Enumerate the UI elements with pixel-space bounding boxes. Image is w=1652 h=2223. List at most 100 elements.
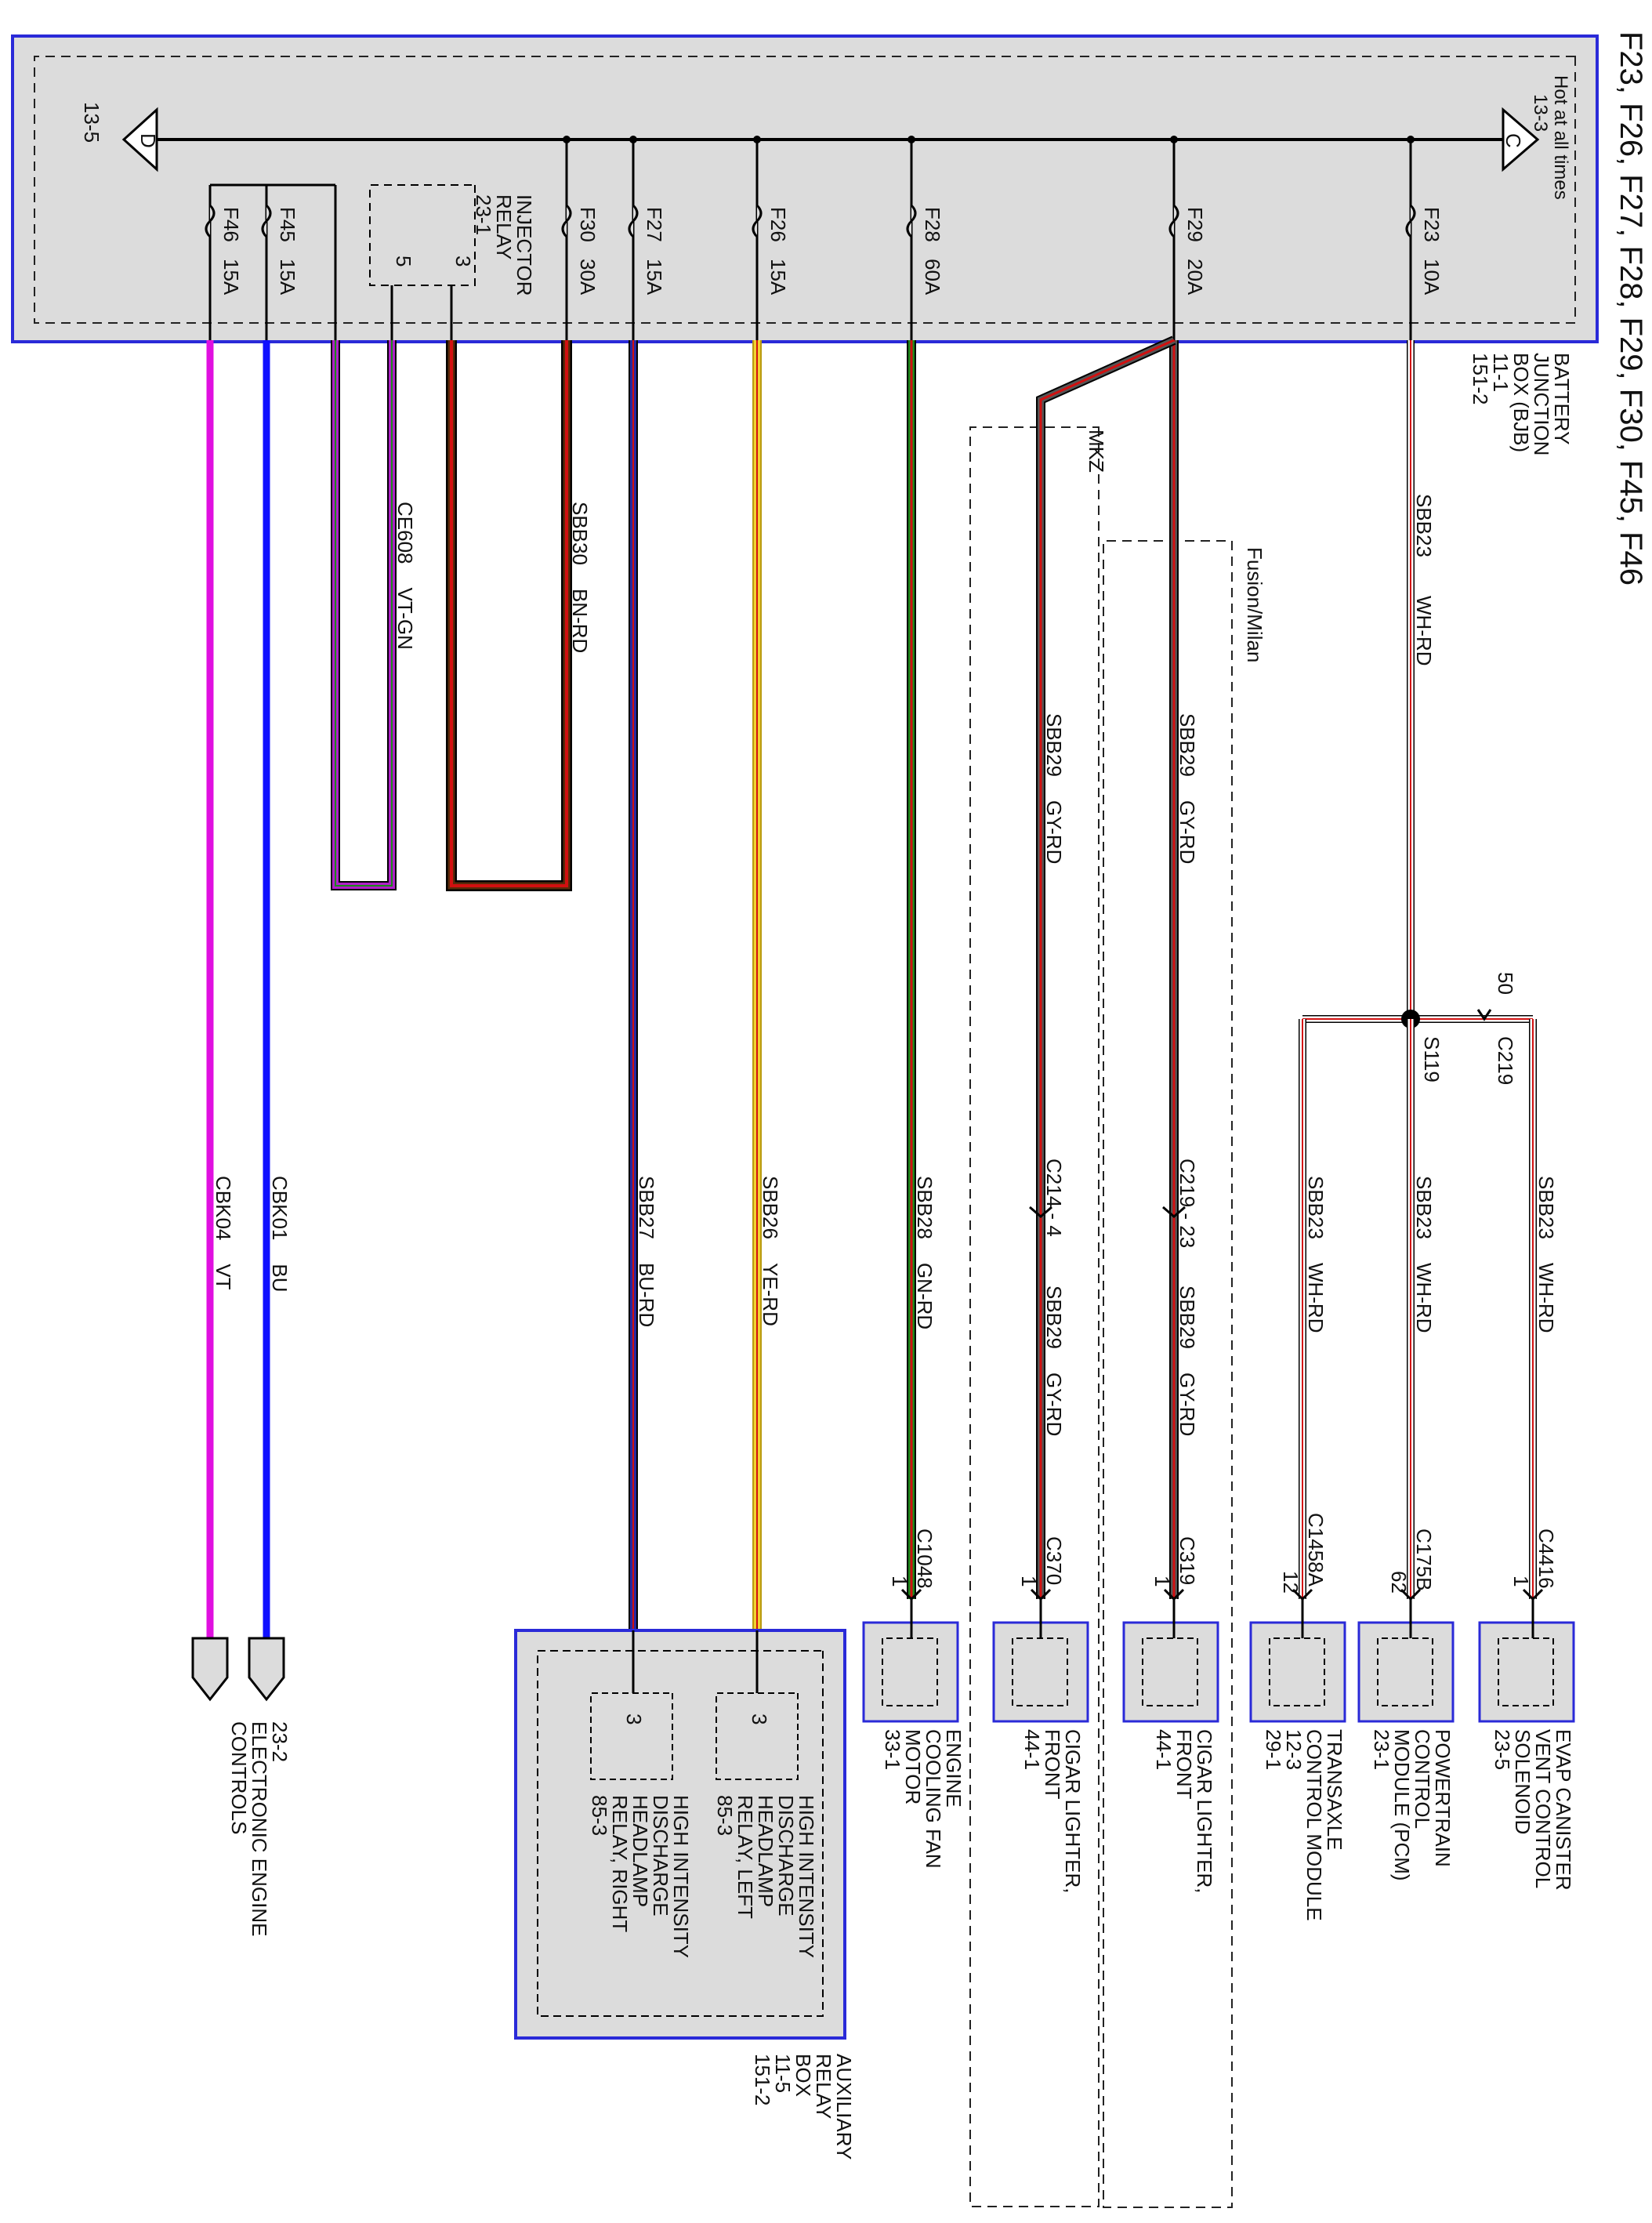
fuse-f30-symbol — [561, 204, 572, 238]
splice-s119-label: S119 — [1420, 1036, 1444, 1082]
pcm-inner — [1377, 1637, 1433, 1706]
fuse-f23-id: F23 — [1420, 207, 1444, 242]
hid-left-label: HIGH INTENSITY DISCHARGE HEADLAMP RELAY,… — [713, 1795, 818, 1964]
tcm-box — [1249, 1621, 1346, 1723]
hid-right-label: HIGH INTENSITY DISCHARGE HEADLAMP RELAY,… — [588, 1795, 693, 1964]
connector-d-ref: 13-5 — [80, 102, 103, 143]
aux-inner — [537, 1650, 824, 2017]
component-evap: EVAP CANISTER VENT CONTROL SOLENOID 23-5 — [1478, 1599, 1575, 1896]
connector-c370-label: C370 — [1042, 1536, 1066, 1585]
inline-c219-label: C219 - 23 — [1176, 1159, 1199, 1248]
battery-junction-box: C D 13-5 Hot at all times 13-3 BATTERY J… — [11, 34, 1599, 462]
fuse-f23-symbol — [1405, 204, 1416, 238]
tcm-label: TRANSAXLE CONTROL MODULE 12-3 29-1 — [1262, 1729, 1346, 1927]
bjb-label: BATTERY JUNCTION BOX (BJB) 11-1 151-2 — [1469, 353, 1574, 462]
bus-junction-f27 — [629, 136, 637, 143]
fuse-f46-symbol — [205, 204, 216, 238]
wire-sbb30-label: SBB30BN-RD — [568, 502, 592, 653]
inline-c214-symbol — [1029, 1206, 1052, 1218]
connector-c-label: C — [1502, 133, 1525, 148]
wire-sbb28-label: SBB28GN-RD — [913, 1176, 936, 1329]
rotated-diagram: F23, F26, F27, F28, F29, F30, F45, F46 C… — [11, 31, 1648, 2208]
cigar-mkz-label: CIGAR LIGHTER, FRONT 44-1 — [1020, 1729, 1085, 1899]
injector-relay-box — [369, 184, 476, 286]
relay-pin-5: 5 — [392, 256, 415, 267]
wire-sbb29-fusion-label: SBB29GY-RD — [1176, 713, 1199, 864]
connector-c1048-label: C1048 — [913, 1529, 936, 1589]
pcm-label: POWERTRAIN CONTROL MODULE (PCM) 23-1 — [1370, 1729, 1455, 1887]
connector-c1458a-pin: 12 — [1279, 1571, 1302, 1594]
component-connectors: C4416 1 C175B 62 C1458A 12 C319 1 C370 1… — [888, 1513, 1558, 1601]
aux-box — [514, 1629, 846, 2040]
aux-box-label: AUXILIARY RELAY BOX 11-5 151-2 — [751, 2054, 856, 2165]
option-box-fusion — [1103, 540, 1233, 2208]
wire-ce608 — [331, 340, 397, 890]
wire-sbb29-mkz — [1036, 335, 1176, 1599]
fuse-f45-id: F45 — [276, 207, 299, 242]
cigar-fusion-box — [1122, 1621, 1219, 1723]
fuse-f28-id: F28 — [921, 207, 944, 242]
fuse-f45-rating: 15A — [276, 259, 299, 296]
connector-c4416-pin: 1 — [1509, 1576, 1533, 1587]
cbk01-terminal — [248, 1637, 285, 1702]
component-tcm: TRANSAXLE CONTROL MODULE 12-3 29-1 — [1249, 1599, 1346, 1927]
wire-sbb23-tcm-label: SBB23WH-RD — [1304, 1176, 1328, 1333]
bus-junction-f29 — [1170, 136, 1178, 143]
wire-sbb23-evap-label: SBB23WH-RD — [1534, 1176, 1558, 1333]
fuse-f23-rating: 10A — [1420, 259, 1444, 296]
connector-c1048-pin: 1 — [888, 1576, 911, 1587]
fuse-f46-id: F46 — [219, 207, 243, 242]
connector-c175b-pin: 62 — [1387, 1571, 1411, 1594]
evap-box — [1478, 1621, 1575, 1723]
relay-pin-3: 3 — [451, 256, 475, 267]
hot-note: Hot at all times 13-3 — [1530, 75, 1571, 205]
bus-junction-f28 — [908, 136, 915, 143]
wire-sbb23-main-circuit: SBB23 — [1412, 494, 1436, 557]
evap-label: EVAP CANISTER VENT CONTROL SOLENOID 23-5 — [1491, 1729, 1575, 1896]
pcm-box — [1357, 1621, 1455, 1723]
fuse-f28-symbol — [906, 204, 917, 238]
connector-c219-label: C219 — [1494, 1036, 1517, 1085]
fuse-f29-symbol — [1168, 204, 1179, 238]
component-cooling-fan: ENGINE COOLING FAN MOTOR 33-1 — [862, 1599, 965, 1874]
bus-junction-f30 — [563, 136, 571, 143]
hid-right-pin: 3 — [622, 1713, 646, 1724]
cbk04-terminal — [191, 1637, 229, 1702]
component-cigar-lighter-fusion: CIGAR LIGHTER, FRONT 44-1 — [1122, 1599, 1219, 1899]
hid-left-relay — [716, 1692, 799, 1780]
fuse-f45-symbol — [261, 204, 272, 238]
wire-sbb23-main-color: WH-RD — [1412, 596, 1436, 666]
cigar-fusion-label: CIGAR LIGHTER, FRONT 44-1 — [1152, 1729, 1216, 1899]
wire-sbb29-mkz-low-label: SBB29GY-RD — [1042, 1286, 1066, 1436]
connector-d-triangle — [121, 107, 158, 172]
wire-sbb30 — [446, 340, 572, 891]
wire-sbb26-label: SBB26YE-RD — [759, 1176, 782, 1326]
wire-cbk04-label: CBK04VT — [212, 1176, 235, 1290]
fuse-f26-rating: 15A — [766, 259, 790, 296]
bjb-inner-outline — [34, 56, 1576, 324]
fuse-f26-symbol — [752, 204, 763, 238]
bus-junction-f23 — [1407, 136, 1415, 143]
connector-c1458a-label: C1458A — [1304, 1513, 1328, 1587]
component-auxiliary-relay-box: 3 3 HIGH INTENSITY DISCHARGE HEADLAMP RE… — [514, 1629, 856, 2165]
fuse-f27-rating: 15A — [643, 259, 666, 296]
fuse-f27-id: F27 — [643, 207, 666, 242]
wire-cbk01-label: CBK01BU — [268, 1176, 292, 1293]
connector-c370-pin: 1 — [1017, 1576, 1041, 1587]
wire-sbb23-pcm-label: SBB23WH-RD — [1412, 1176, 1436, 1333]
hid-left-pin: 3 — [748, 1713, 771, 1724]
injector-relay-label: INJECTOR RELAY 23-1 — [472, 194, 536, 302]
fuse-f46-rating: 15A — [219, 259, 243, 296]
component-engine-controls: 23-2 ELECTRONIC ENGINE CONTROLS — [191, 1637, 292, 1937]
evap-inner — [1498, 1637, 1554, 1706]
fuse-f27-symbol — [628, 204, 639, 238]
connector-c-triangle — [1502, 107, 1540, 172]
connector-c4416-label: C4416 — [1534, 1529, 1558, 1589]
fan-label: ENGINE COOLING FAN MOTOR 33-1 — [881, 1729, 965, 1874]
wire-ce608-label: CE608VT-GN — [393, 502, 417, 650]
bjb-outline — [11, 34, 1599, 343]
page-title: F23, F26, F27, F28, F29, F30, F45, F46 — [1614, 31, 1648, 586]
fuse-f29-rating: 20A — [1183, 259, 1207, 296]
connector-c219-pin: 50 — [1494, 972, 1517, 995]
